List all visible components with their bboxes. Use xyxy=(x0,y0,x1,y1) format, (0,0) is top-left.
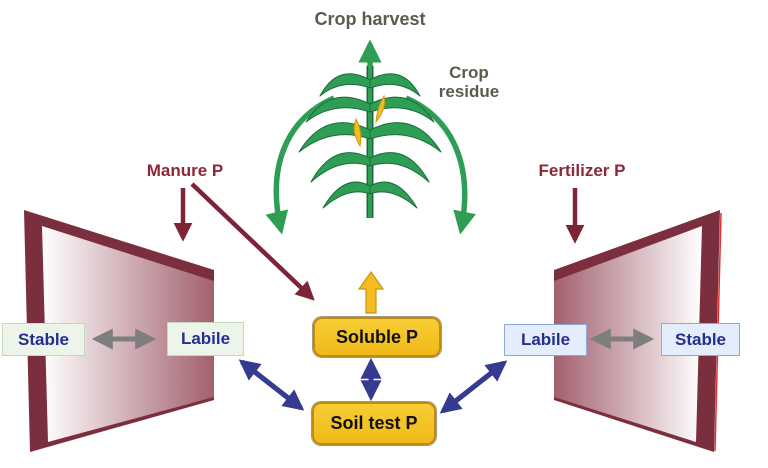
plant-uptake-arrow xyxy=(357,270,385,314)
left-stable-box: Stable xyxy=(2,323,85,356)
corn-ear-icon xyxy=(375,94,386,124)
left-labile-box: Labile xyxy=(167,322,244,356)
soil-test-p-box: Soil test P xyxy=(312,402,436,445)
crop-residue-label: Crop residue xyxy=(438,63,500,101)
corn-ear-icon xyxy=(353,117,362,148)
right-stable-box: Stable xyxy=(661,323,740,356)
soil-test-arrows xyxy=(238,357,508,414)
crop-harvest-label: Crop harvest xyxy=(314,9,426,29)
right-labile-box: Labile xyxy=(504,324,587,356)
soluble-p-box: Soluble P xyxy=(313,317,441,357)
manure-to-soluble-arrow xyxy=(190,182,315,301)
manure-p-label: Manure P xyxy=(146,161,224,180)
fertilizer-p-label: Fertilizer P xyxy=(538,161,626,180)
left-soil-pool-trapezoid xyxy=(24,210,214,452)
corn-plant xyxy=(298,66,442,218)
manure-fertilizer-arrows xyxy=(173,182,585,301)
